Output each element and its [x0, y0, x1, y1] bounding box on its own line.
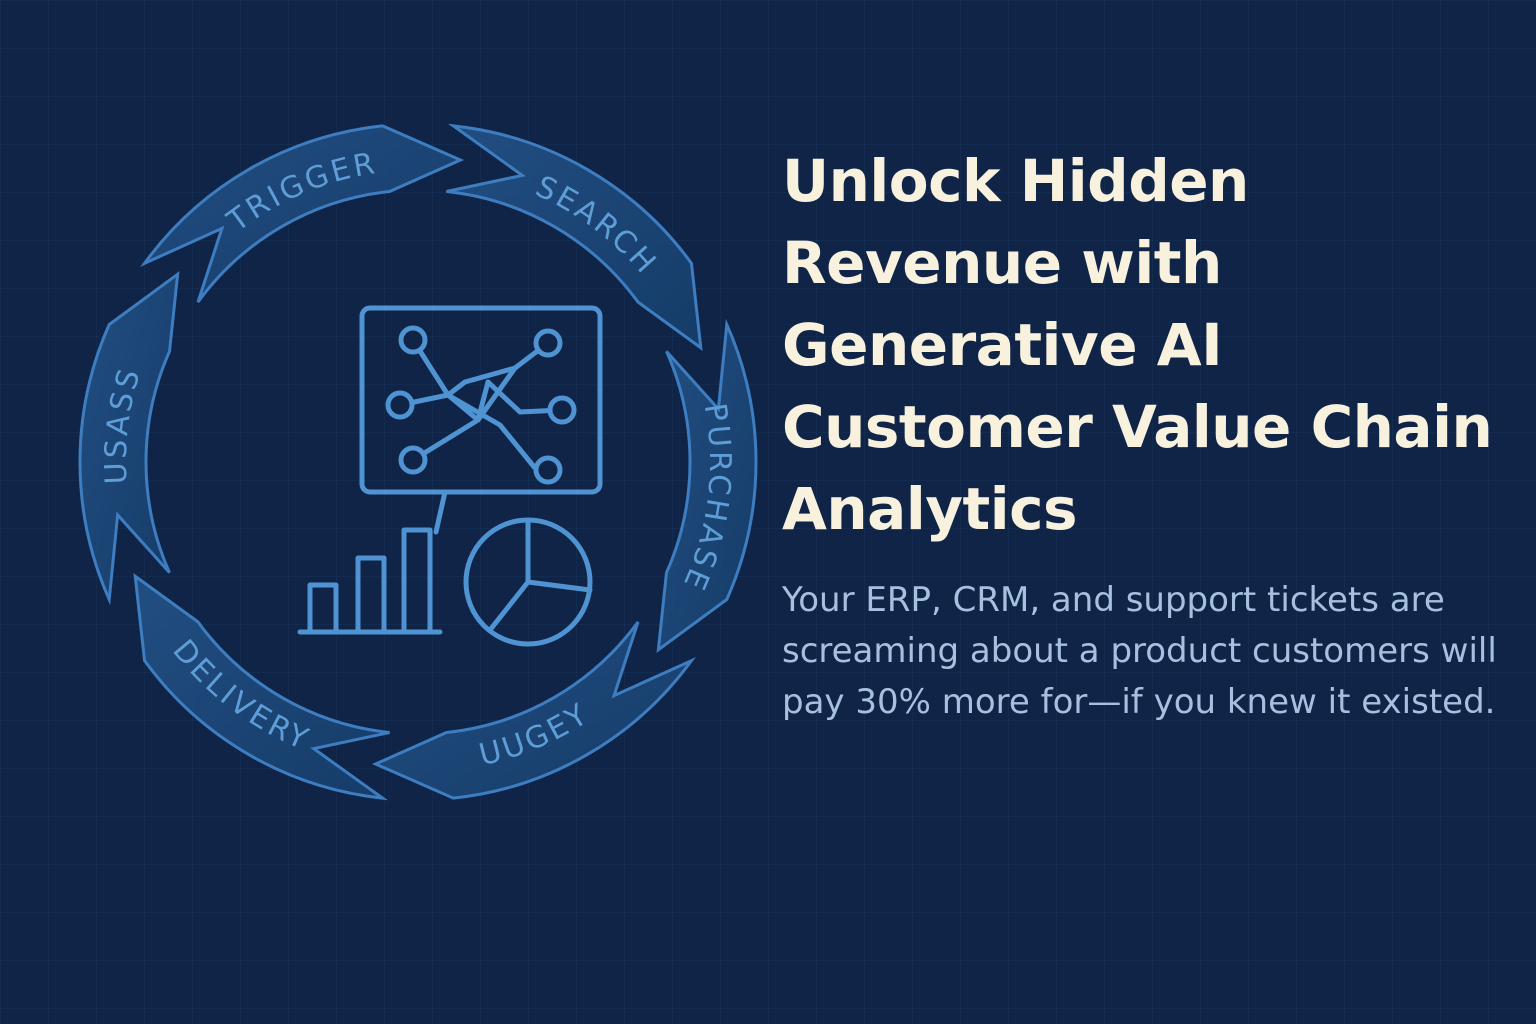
cycle-arrow-uugey: [371, 620, 696, 800]
network-diagram-icon: [359, 305, 603, 535]
cycle-arrow-purchase: [656, 318, 758, 653]
cycle-arrows: [78, 123, 758, 801]
cycle-arrow-search: [446, 123, 703, 351]
bar-chart-icon: [297, 527, 443, 635]
cycle-arrow-delivery: [133, 573, 390, 801]
headline-title: Unlock Hidden Revenue with Generative AI…: [782, 147, 1493, 543]
cycle-arrow-usass: [78, 271, 180, 606]
headline-subtitle: Your ERP, CRM, and support tickets are s…: [782, 580, 1497, 722]
pie-chart-icon: [463, 517, 593, 647]
cycle-arrow-trigger: [140, 124, 465, 304]
